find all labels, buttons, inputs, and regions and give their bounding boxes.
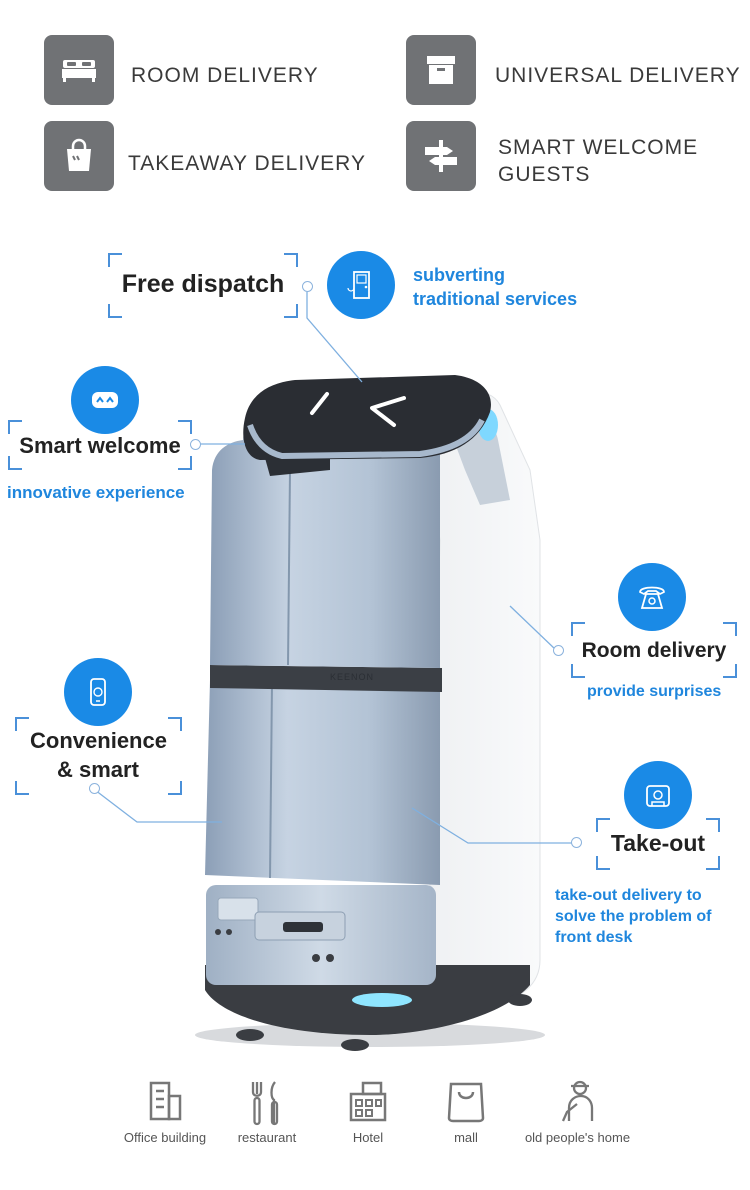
telephone-icon	[618, 563, 686, 631]
connector-dot	[190, 439, 201, 450]
fork-knife-icon	[251, 1081, 279, 1126]
venue-mall: mall	[426, 1078, 506, 1145]
connector-dot	[302, 281, 313, 292]
venue-label: Office building	[123, 1130, 207, 1145]
callout-desc-line2: solve the problem of	[555, 908, 712, 925]
connector-room-delivery	[509, 605, 557, 651]
venue-label: Hotel	[352, 1130, 384, 1145]
callout-title-line2: & smart	[57, 757, 139, 782]
service-label-line2: GUESTS	[498, 163, 591, 186]
venue-label: mall	[454, 1130, 478, 1145]
callout-desc: innovative experience	[7, 483, 185, 502]
callout-free-dispatch: Free dispatch	[108, 253, 298, 318]
delivery-icon	[624, 761, 692, 829]
smile-face-icon	[71, 366, 139, 434]
callout-desc-line2: traditional services	[413, 289, 578, 309]
venue-label: restaurant	[237, 1130, 297, 1145]
robot-brand-label: KEENON	[330, 672, 374, 682]
callout-desc-line1: take-out delivery to	[555, 887, 702, 904]
callout-take-out: Take-out	[596, 818, 720, 870]
venue-restaurant: restaurant	[222, 1078, 312, 1145]
service-label: ROOM DELIVERY	[131, 64, 319, 87]
connector-free-dispatch	[306, 292, 363, 383]
hotel-icon	[349, 1081, 387, 1122]
signpost-icon	[406, 121, 476, 191]
callout-desc-line3: front desk	[555, 929, 633, 946]
office-building-icon	[149, 1081, 182, 1121]
shopping-bag-icon	[44, 121, 114, 191]
elderly-person-icon	[561, 1080, 593, 1122]
callout-smart-welcome: Smart welcome	[8, 420, 192, 470]
venue-hotel: Hotel	[328, 1078, 408, 1145]
callout-title: Room delivery	[581, 639, 727, 662]
service-label: TAKEAWAY DELIVERY	[128, 152, 366, 175]
callout-title: Take-out	[610, 830, 706, 856]
mobile-phone-icon	[64, 658, 132, 726]
connector-dot	[553, 645, 564, 656]
door-icon	[327, 251, 395, 319]
bed-icon	[44, 35, 114, 105]
venue-label: old people's home	[524, 1130, 631, 1145]
callout-title: Free dispatch	[121, 270, 285, 298]
callout-desc-line1: subverting	[413, 265, 506, 285]
callout-title-line1: Convenience	[30, 728, 167, 753]
callout-room-delivery: Room delivery	[571, 622, 737, 678]
service-label-line1: SMART WELCOME	[498, 136, 699, 159]
mall-bag-icon	[447, 1082, 485, 1123]
connector-dot	[571, 837, 582, 848]
service-label: UNIVERSAL DELIVERY	[495, 64, 741, 87]
callout-desc: provide surprises	[587, 683, 722, 700]
callout-title: Smart welcome	[19, 433, 181, 458]
box-icon	[406, 35, 476, 105]
venue-office-building: Office building	[115, 1078, 215, 1145]
callout-convenience: Convenience & smart	[15, 717, 182, 795]
venue-old-peoples-home: old people's home	[515, 1078, 640, 1145]
connector-convenience	[94, 789, 222, 823]
connector-take-out	[411, 807, 573, 844]
connector-dot	[89, 783, 100, 794]
